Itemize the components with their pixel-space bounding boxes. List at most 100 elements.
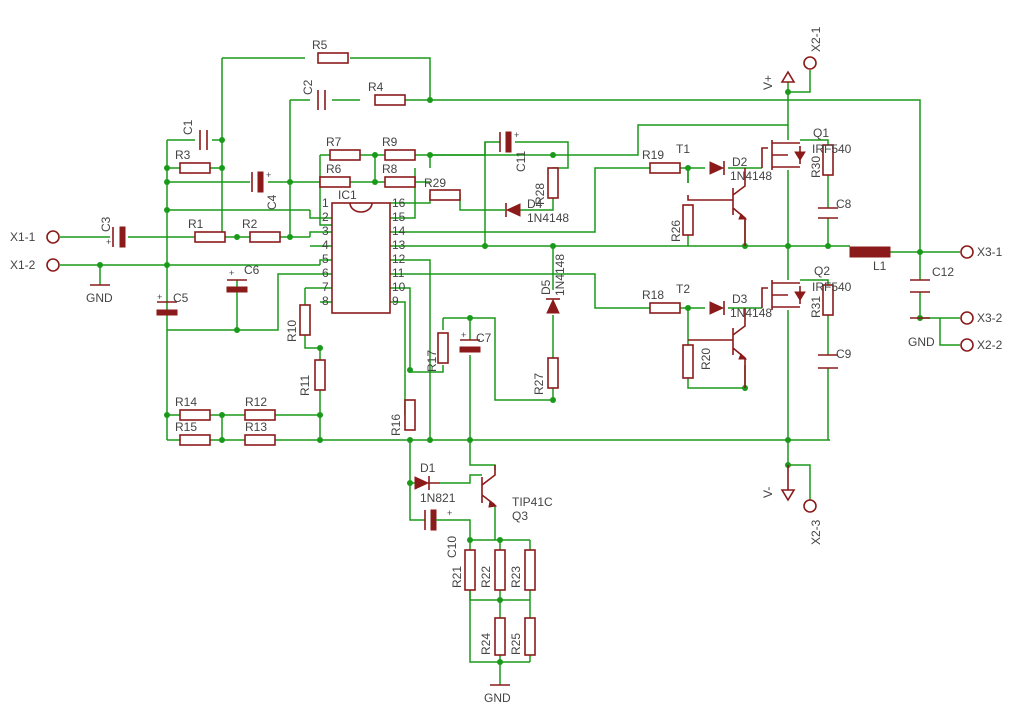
resistor-r30 (822, 144, 834, 176)
resistor-r13 (244, 434, 276, 446)
resistor-r7 (329, 149, 361, 161)
transistor-q1: Q1 IRF540 (761, 126, 852, 170)
svg-text:R27: R27 (532, 373, 546, 395)
svg-text:GND: GND (86, 291, 113, 305)
vminus-symbol (780, 465, 796, 502)
svg-text:15: 15 (392, 210, 406, 224)
svg-text:D2: D2 (732, 155, 748, 169)
resistor-r14 (179, 409, 211, 421)
svg-text:14: 14 (392, 224, 406, 238)
svg-text:1N4148: 1N4148 (527, 211, 569, 225)
svg-text:X1-2: X1-2 (10, 258, 36, 272)
svg-text:R23: R23 (509, 566, 523, 588)
svg-text:R21: R21 (450, 566, 464, 588)
svg-text:D4: D4 (527, 197, 543, 211)
resistor-r27 (547, 357, 559, 389)
svg-text:IRF540: IRF540 (812, 280, 852, 294)
svg-text:R5: R5 (312, 38, 328, 52)
svg-text:+: + (461, 330, 466, 340)
svg-text:1: 1 (322, 196, 329, 210)
svg-text:9: 9 (392, 294, 399, 308)
svg-text:C3: C3 (99, 216, 113, 232)
capacitor-c9 (818, 354, 838, 369)
svg-text:C1: C1 (181, 119, 195, 135)
wires (60, 57, 960, 685)
resistor-r11 (314, 359, 326, 391)
connectors: X1-1 X1-2 X2-1 X2-2 X2-3 X3-1 X3-2 (10, 26, 1003, 545)
resistor-r4 (374, 94, 406, 106)
capacitor-c11 (505, 131, 512, 153)
svg-text:R16: R16 (389, 414, 403, 436)
svg-text:R19: R19 (642, 148, 664, 162)
svg-text:+: + (514, 130, 519, 140)
diode-d3: D3 1N4148 (709, 292, 772, 320)
capacitor-c6 (226, 286, 248, 293)
svg-text:4: 4 (322, 238, 329, 252)
svg-text:R14: R14 (175, 395, 197, 409)
svg-text:+: + (106, 237, 111, 247)
svg-text:R12: R12 (245, 395, 267, 409)
resistor-r31 (822, 284, 834, 316)
resistor-r15 (179, 434, 211, 446)
svg-text:C10: C10 (445, 536, 459, 558)
svg-text:R15: R15 (175, 420, 197, 434)
resistor-r10 (299, 304, 311, 336)
resistor-r18 (649, 302, 681, 314)
resistor-r17 (437, 332, 449, 364)
svg-text:Q1: Q1 (813, 126, 829, 140)
svg-text:13: 13 (392, 238, 406, 252)
resistors: R1 R2 R3 R4 R5 R6 R7 R8 R9 R12 R13 R14 R… (175, 38, 834, 656)
resistor-r19 (649, 162, 681, 174)
svg-text:D3: D3 (732, 292, 748, 306)
svg-text:R10: R10 (285, 320, 299, 342)
svg-text:R17: R17 (425, 350, 439, 372)
capacitor-c7 (459, 346, 481, 353)
resistor-r23 (524, 549, 536, 591)
svg-text:X1-1: X1-1 (10, 230, 36, 244)
svg-text:C9: C9 (836, 347, 852, 361)
inductor-l1: L1 (849, 246, 891, 273)
vplus-symbol (780, 70, 796, 83)
svg-text:1N821: 1N821 (420, 491, 456, 505)
svg-text:+: + (447, 508, 452, 518)
svg-text:R18: R18 (642, 288, 664, 302)
svg-text:1N4148: 1N4148 (730, 306, 772, 320)
resistor-r22 (494, 549, 506, 591)
svg-text:R4: R4 (368, 80, 384, 94)
svg-text:C11: C11 (514, 151, 528, 172)
svg-text:R7: R7 (326, 135, 342, 149)
svg-text:1N4148: 1N4148 (553, 254, 567, 296)
resistor-r6 (319, 176, 351, 188)
resistor-r28 (547, 167, 559, 199)
svg-text:L1: L1 (873, 259, 887, 273)
svg-text:R6: R6 (326, 162, 342, 176)
svg-text:X3-2: X3-2 (977, 311, 1003, 325)
junctions (97, 89, 923, 665)
resistor-r21 (464, 549, 476, 591)
svg-text:R25: R25 (509, 633, 523, 655)
transistors: T1 T2 Q1 IRF540 Q2 IRF540 TIP41C Q3 (481, 126, 852, 523)
resistor-r12 (244, 409, 276, 421)
svg-text:T2: T2 (676, 282, 690, 296)
svg-text:5: 5 (322, 252, 329, 266)
resistor-r8 (384, 176, 416, 188)
svg-text:C2: C2 (301, 79, 315, 95)
svg-text:C12: C12 (932, 265, 954, 279)
resistor-r26 (682, 204, 694, 236)
svg-text:C5: C5 (173, 291, 189, 305)
svg-text:C8: C8 (836, 197, 852, 211)
svg-text:R24: R24 (479, 633, 493, 655)
svg-text:R13: R13 (245, 420, 267, 434)
svg-text:R20: R20 (699, 348, 713, 370)
resistor-r5 (317, 52, 349, 64)
svg-text:C6: C6 (244, 263, 260, 277)
svg-text:R8: R8 (382, 162, 398, 176)
capacitor-c5 (156, 309, 178, 316)
svg-text:R3: R3 (175, 148, 191, 162)
svg-text:R26: R26 (669, 220, 683, 242)
svg-text:X2-2: X2-2 (977, 338, 1003, 352)
svg-text:Q3: Q3 (512, 509, 528, 523)
svg-text:+: + (157, 292, 162, 302)
svg-text:R1: R1 (188, 217, 204, 231)
capacitors: C1 C2 C3+ C4+ C5+ C6+ C7+ C8 C9 C10+ C11… (99, 79, 954, 558)
